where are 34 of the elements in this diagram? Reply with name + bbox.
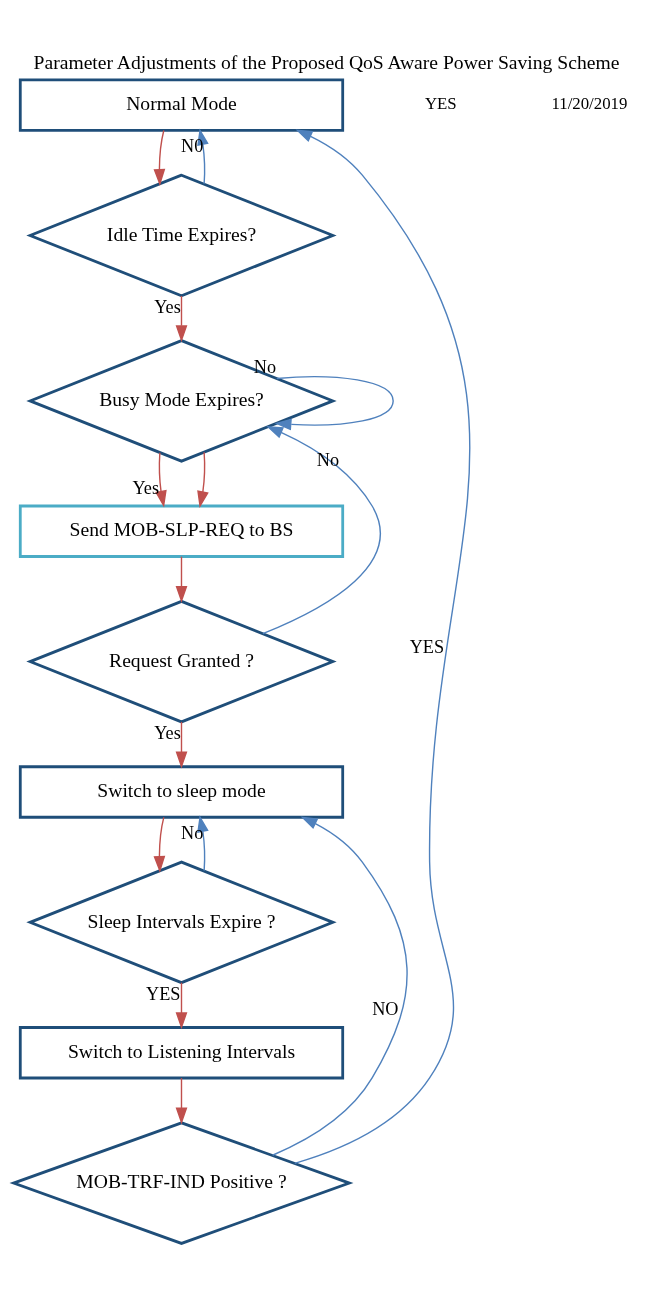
edge-label: YES bbox=[146, 983, 181, 1004]
arrow bbox=[197, 451, 209, 508]
arrow bbox=[262, 425, 382, 634]
node-box: Switch to sleep mode bbox=[18, 764, 345, 819]
edge-label: No bbox=[181, 822, 204, 843]
arrow bbox=[274, 375, 394, 430]
label: 11/20/2019 bbox=[551, 93, 628, 113]
node-box: Normal Mode bbox=[18, 77, 345, 132]
arrow bbox=[153, 816, 166, 873]
arrow bbox=[175, 555, 188, 603]
arrow bbox=[197, 814, 209, 871]
arrow bbox=[175, 981, 188, 1029]
edge-label: Yes bbox=[132, 477, 160, 498]
edge-label: N0 bbox=[181, 135, 204, 156]
arrow bbox=[175, 1076, 188, 1124]
node-diamond: Sleep Intervals Expire ? bbox=[26, 860, 337, 984]
arrow bbox=[271, 816, 408, 1156]
arrow bbox=[153, 129, 166, 186]
diagram-title: Parameter Adjustments of the Proposed QoS Aware Power Saving Scheme bbox=[33, 51, 620, 73]
node-diamond: Request Granted ? bbox=[26, 599, 337, 723]
edge-label: NO bbox=[372, 998, 399, 1019]
edge-label: No bbox=[253, 356, 277, 377]
label: YES bbox=[424, 93, 457, 113]
node-box: Send MOB-SLP-REQ to BS bbox=[18, 504, 345, 558]
arrow bbox=[175, 720, 188, 768]
node-diamond: MOB-TRF-IND Positive ? bbox=[9, 1120, 354, 1245]
arrow bbox=[294, 129, 471, 1164]
arrow bbox=[175, 294, 188, 342]
arrow bbox=[155, 451, 167, 507]
edge-label: YES bbox=[409, 636, 445, 657]
node-diamond: Idle Time Expires? bbox=[26, 173, 337, 297]
edge-label: Yes bbox=[154, 296, 181, 317]
edge-label: Yes bbox=[154, 722, 181, 743]
node-box: Switch to Listening Intervals bbox=[18, 1025, 345, 1079]
